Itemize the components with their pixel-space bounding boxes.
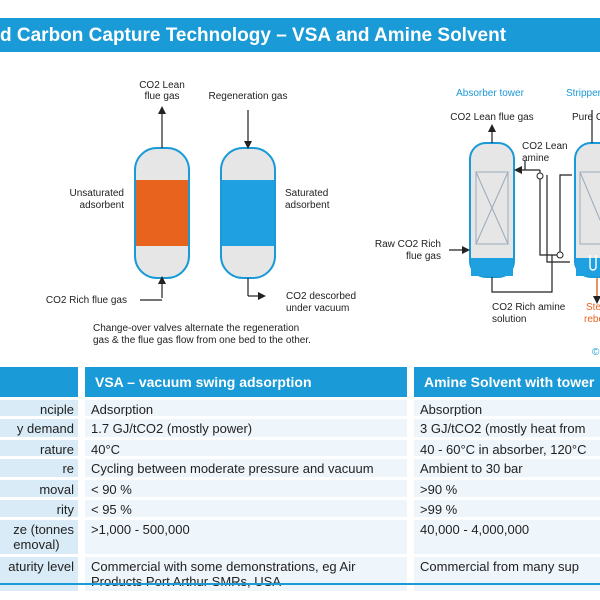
stripper-label: Stripper: [566, 88, 600, 99]
amine-cell: Absorption: [414, 400, 600, 416]
vsa-sat-label-2: adsorbent: [285, 200, 330, 211]
table-row: rature 40°C 40 - 60°C in absorber, 120°C: [0, 440, 600, 456]
table-row: nciple Adsorption Absorption: [0, 400, 600, 416]
stripper-tower: [574, 110, 600, 304]
vsa-rich-in-label: CO2 Rich flue gas: [46, 295, 127, 306]
row-label-cell: rature: [0, 440, 78, 456]
vsa-caption-2: gas & the flue gas flow from one bed to …: [93, 335, 311, 346]
bottom-rule: [0, 583, 600, 585]
absorber-tower: [469, 124, 515, 278]
amine-cell: >99 %: [414, 500, 600, 517]
table-header-vsa: VSA – vacuum swing adsorption: [85, 367, 407, 397]
table-row: moval < 90 % >90 %: [0, 480, 600, 497]
process-diagrams: CO2 Lean flue gas Regeneration gas Unsat…: [46, 80, 600, 358]
raw-gas-label-2: flue gas: [406, 251, 441, 262]
vsa-cell: 1.7 GJ/tCO2 (mostly power): [85, 419, 407, 437]
amine-cell: 3 GJ/tCO2 (mostly heat from: [414, 419, 600, 437]
vsa-cell: < 95 %: [85, 500, 407, 517]
amine-cell: Commercial from many sup: [414, 557, 600, 591]
amine-cell: Ambient to 30 bar: [414, 459, 600, 477]
vsa-unsat-label-2: adsorbent: [80, 200, 125, 211]
rich-amine-label-1: CO2 Rich amine: [492, 302, 566, 313]
rich-amine-label-2: solution: [492, 314, 526, 325]
vsa-lean-out-label-2: flue gas: [144, 91, 179, 102]
vsa-cell: >1,000 - 500,000: [85, 520, 407, 554]
table-row: y demand 1.7 GJ/tCO2 (mostly power) 3 GJ/t…: [0, 419, 600, 437]
pump-icon: [536, 172, 544, 180]
table-row: re Cycling between moderate pressure and …: [0, 459, 600, 477]
vsa-cell: < 90 %: [85, 480, 407, 497]
vsa-caption-1: Change-over valves alternate the regener…: [93, 323, 299, 334]
table-header-amine: Amine Solvent with tower: [414, 367, 600, 397]
vsa-regen-label: Regeneration gas: [209, 91, 288, 102]
amine-cell: 40,000 - 4,000,000: [414, 520, 600, 554]
vsa-vessel-unsaturated: [134, 106, 190, 301]
page-title: d Carbon Capture Technology – VSA and Am…: [0, 25, 507, 46]
vsa-cell: Cycling between moderate pressure and va…: [85, 459, 407, 477]
vsa-desorbed-label-2: under vacuum: [286, 303, 349, 314]
row-label-cell: re: [0, 459, 78, 477]
table-row: rity < 95 % >99 %: [0, 500, 600, 517]
copyright-mark: ©: [592, 347, 600, 358]
amine-pure-label: Pure C: [572, 112, 600, 123]
vsa-cell: Adsorption: [85, 400, 407, 416]
row-label-cell: moval: [0, 480, 78, 497]
pump-icon: [556, 251, 564, 259]
steam-label-2: rebo: [584, 314, 600, 325]
vsa-unsat-label-1: Unsaturated: [70, 188, 124, 199]
row-label-cell: aturity level: [0, 557, 78, 591]
vsa-vessel-saturated: [220, 110, 276, 300]
row-label-cell: rity: [0, 500, 78, 517]
vsa-lean-out-label-1: CO2 Lean: [139, 80, 185, 91]
vsa-desorbed-label-1: CO2 descorbed: [286, 291, 356, 302]
steam-label-1: Ste: [586, 302, 600, 313]
amine-cell: >90 %: [414, 480, 600, 497]
vsa-cell: 40°C: [85, 440, 407, 456]
absorber-label: Absorber tower: [456, 88, 524, 99]
row-label-cell: y demand: [0, 419, 78, 437]
row-label-cell: nciple: [0, 400, 78, 416]
raw-gas-label-1: Raw CO2 Rich: [375, 239, 441, 250]
table-header-blank: [0, 367, 78, 397]
lean-amine-label-2: amine: [522, 153, 550, 164]
amine-lean-gas-label: CO2 Lean flue gas: [450, 112, 533, 123]
amine-cell: 40 - 60°C in absorber, 120°C: [414, 440, 600, 456]
lean-amine-label-1: CO2 Lean: [522, 141, 568, 152]
vsa-cell: Commercial with some demonstrations, eg …: [85, 557, 407, 591]
vsa-sat-label-1: Saturated: [285, 188, 328, 199]
title-bar: d Carbon Capture Technology – VSA and Am…: [0, 18, 600, 52]
